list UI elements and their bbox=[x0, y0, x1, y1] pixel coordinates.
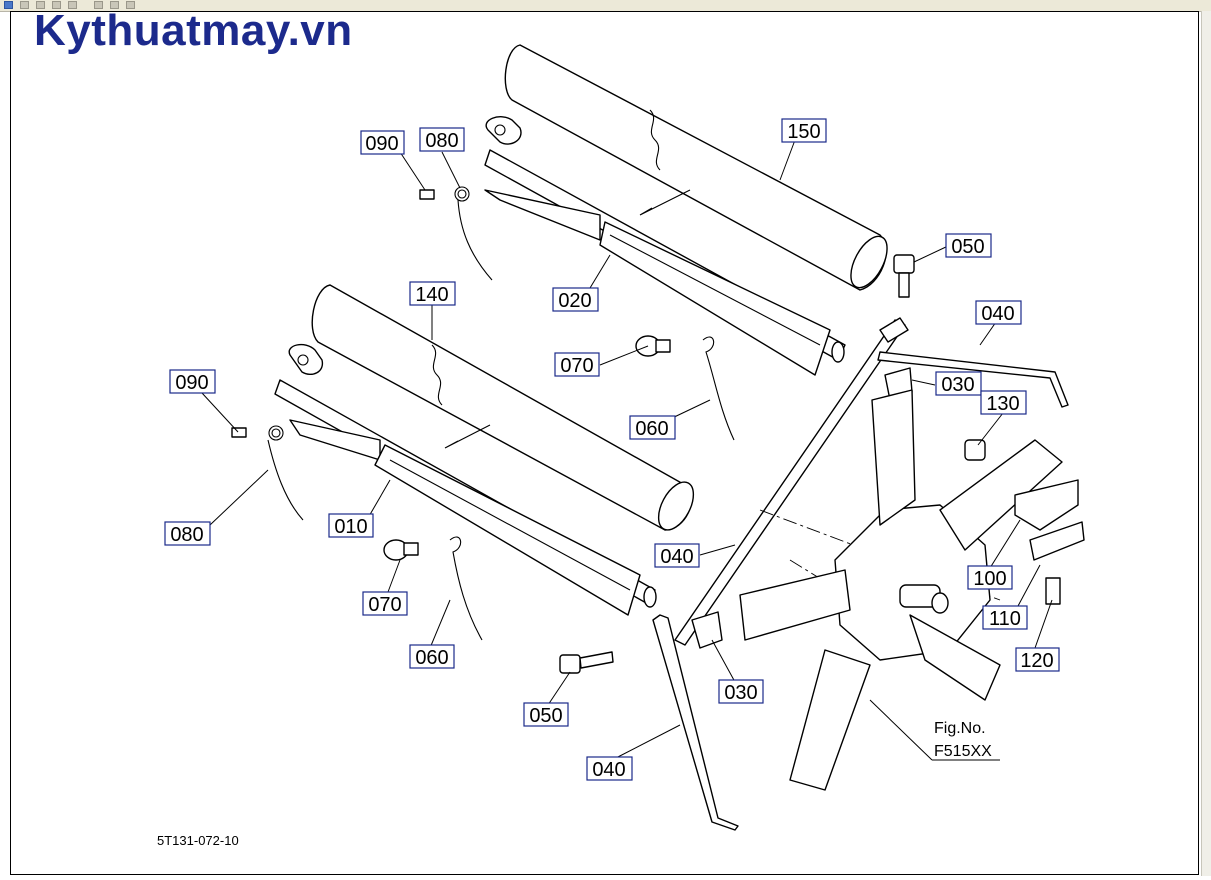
svg-text:110: 110 bbox=[989, 608, 1021, 630]
callout-040-bot[interactable]: 040 bbox=[586, 756, 633, 781]
svg-text:140: 140 bbox=[415, 284, 448, 306]
brand-watermark: Kythuatmay.vn bbox=[34, 6, 353, 55]
toolbar-icon[interactable] bbox=[20, 1, 29, 9]
cover-140 bbox=[311, 284, 695, 531]
svg-text:010: 010 bbox=[334, 516, 367, 538]
svg-text:040: 040 bbox=[592, 759, 625, 781]
cover-150 bbox=[504, 44, 888, 291]
spring-080-bot bbox=[267, 425, 304, 521]
callout-130[interactable]: 130 bbox=[980, 390, 1027, 415]
svg-text:090: 090 bbox=[365, 133, 398, 155]
callout-040-top[interactable]: 040 bbox=[975, 300, 1022, 325]
svg-text:150: 150 bbox=[787, 121, 820, 143]
bracket-010 bbox=[274, 343, 657, 616]
bolt-050-top bbox=[893, 254, 915, 298]
callout-110[interactable]: 110 bbox=[982, 605, 1028, 630]
knob-070-top bbox=[635, 335, 671, 357]
svg-text:080: 080 bbox=[425, 130, 458, 152]
callout-120[interactable]: 120 bbox=[1015, 647, 1060, 672]
nav-icon[interactable] bbox=[4, 1, 13, 9]
toolbar-icon[interactable] bbox=[52, 1, 61, 9]
arm-040-top bbox=[877, 351, 1069, 408]
leader-lines bbox=[201, 139, 1053, 761]
svg-text:050: 050 bbox=[529, 705, 562, 727]
callout-080-bot[interactable]: 080 bbox=[164, 521, 211, 546]
callout-040-mid[interactable]: 040 bbox=[654, 543, 700, 568]
callout-070-bot[interactable]: 070 bbox=[362, 591, 408, 616]
svg-text:040: 040 bbox=[981, 303, 1014, 325]
toolbar-icon[interactable] bbox=[94, 1, 103, 9]
arm-040-long bbox=[674, 317, 909, 646]
svg-text:040: 040 bbox=[660, 546, 693, 568]
knob-070-bot bbox=[383, 539, 419, 561]
toolbar-icon[interactable] bbox=[126, 1, 135, 9]
svg-text:020: 020 bbox=[558, 290, 591, 312]
callout-140[interactable]: 140 bbox=[409, 281, 456, 306]
callout-150[interactable]: 150 bbox=[781, 118, 827, 143]
callout-070-top[interactable]: 070 bbox=[554, 352, 600, 377]
hub-assembly bbox=[739, 389, 1085, 791]
toolbar-icon[interactable] bbox=[68, 1, 77, 9]
callout-090-top[interactable]: 090 bbox=[360, 130, 405, 155]
svg-text:080: 080 bbox=[170, 524, 203, 546]
svg-text:060: 060 bbox=[415, 647, 448, 669]
spring-060-top bbox=[702, 336, 735, 441]
callout-050-bot[interactable]: 050 bbox=[523, 702, 569, 727]
svg-text:120: 120 bbox=[1020, 650, 1053, 672]
figure-reference: Fig.No. F515XX bbox=[934, 720, 992, 760]
clamp-030-bot bbox=[691, 611, 723, 649]
svg-text:030: 030 bbox=[941, 374, 974, 396]
callout-050-top[interactable]: 050 bbox=[945, 233, 992, 258]
callout-030-bot[interactable]: 030 bbox=[718, 679, 764, 704]
toolbar-icon[interactable] bbox=[36, 1, 45, 9]
svg-text:100: 100 bbox=[973, 568, 1006, 590]
bolt-090-top bbox=[419, 189, 435, 200]
svg-text:130: 130 bbox=[986, 393, 1019, 415]
svg-text:090: 090 bbox=[175, 372, 208, 394]
svg-text:070: 070 bbox=[368, 594, 401, 616]
drawing-number: 5T131-072-10 bbox=[157, 833, 239, 848]
callout-060-top[interactable]: 060 bbox=[629, 415, 676, 440]
callout-060-bot[interactable]: 060 bbox=[409, 644, 455, 669]
figure-number: F515XX bbox=[934, 743, 992, 760]
bracket-020 bbox=[484, 116, 846, 376]
svg-text:060: 060 bbox=[635, 418, 668, 440]
spring-060-bot bbox=[449, 536, 483, 641]
callout-090-left[interactable]: 090 bbox=[169, 369, 216, 394]
toolbar-icon[interactable] bbox=[110, 1, 119, 9]
callout-080-top[interactable]: 080 bbox=[419, 127, 465, 152]
bolt-090-bot bbox=[231, 427, 247, 438]
svg-text:050: 050 bbox=[951, 236, 984, 258]
callout-030-top[interactable]: 030 bbox=[935, 371, 982, 396]
vertical-scrollbar[interactable] bbox=[1201, 11, 1211, 876]
figure-label: Fig.No. bbox=[934, 720, 986, 737]
arm-040-bot bbox=[652, 614, 739, 831]
callout-100[interactable]: 100 bbox=[967, 565, 1013, 590]
bolt-050-bot bbox=[559, 651, 614, 674]
callout-010[interactable]: 010 bbox=[328, 513, 374, 538]
callout-020[interactable]: 020 bbox=[552, 287, 599, 312]
svg-text:070: 070 bbox=[560, 355, 593, 377]
spring-080-top bbox=[454, 186, 493, 281]
svg-text:030: 030 bbox=[724, 682, 757, 704]
